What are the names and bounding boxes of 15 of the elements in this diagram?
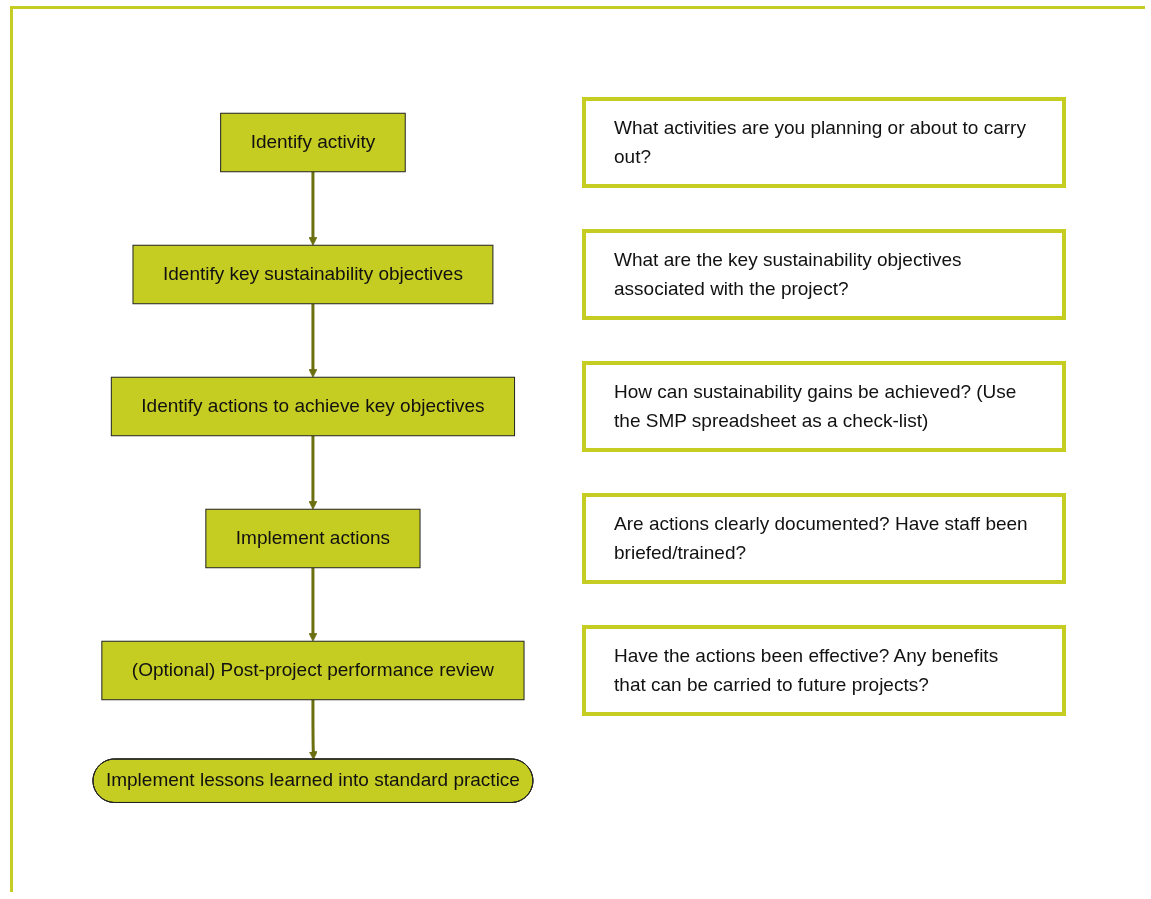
node-box: Are actions clearly documented? Have staff been briefed/trained? bbox=[582, 492, 1067, 584]
node-box: (Optional) Post-project performance review bbox=[101, 640, 525, 700]
node-box: Identify activity bbox=[220, 112, 407, 172]
arrow bbox=[309, 435, 318, 510]
node-box: Implement actions bbox=[205, 508, 421, 568]
node-box: What are the key sustainability objectives associated with the project? bbox=[582, 228, 1067, 320]
node-box: What activities are you planning or about to carry out? bbox=[582, 96, 1067, 188]
node-box: Identify key sustainability objectives bbox=[132, 244, 494, 304]
arrow bbox=[309, 567, 318, 642]
arrow bbox=[309, 171, 318, 246]
node-box: How can sustainability gains be achieved? (Use the SMP spreadsheet as a check-list) bbox=[582, 360, 1067, 452]
arrow bbox=[309, 303, 318, 378]
node-box: Have the actions been effective? Any benefits that can be carried to future projects? bbox=[582, 624, 1067, 716]
node-box: Identify actions to achieve key objectives bbox=[111, 376, 516, 436]
arrow bbox=[309, 699, 319, 760]
